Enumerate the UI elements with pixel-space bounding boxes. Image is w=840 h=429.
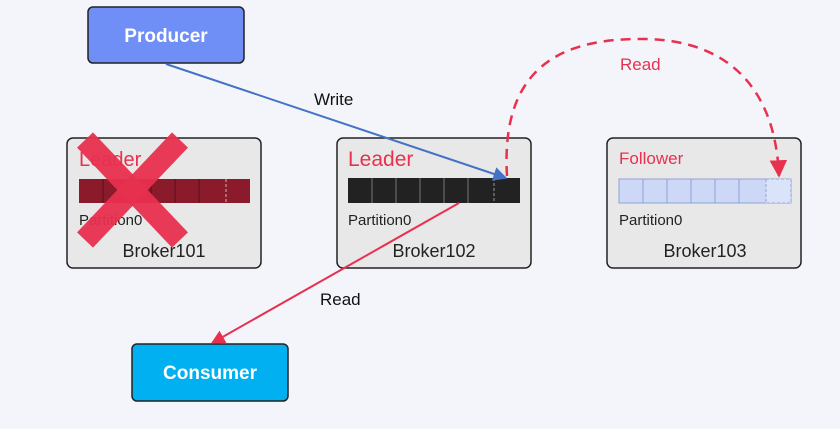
producer-label: Producer [124, 26, 208, 47]
failed-cross-icon [77, 132, 188, 248]
broker-101-partition-bar [79, 179, 250, 203]
broker-102-name: Broker102 [392, 241, 475, 261]
broker-102: Leader Partition0 Broker102 [336, 137, 532, 269]
consumer-node: Consumer [131, 343, 289, 402]
broker-103-partition-label: Partition0 [619, 212, 682, 229]
producer-node: Producer [87, 6, 245, 64]
broker-103-name: Broker103 [663, 241, 746, 261]
broker-102-role: Leader [348, 148, 413, 171]
broker-101: Leader Partition0 Broker101 [66, 132, 262, 269]
broker-103: Follower Partition0 Broker103 [606, 137, 802, 269]
broker-103-role: Follower [619, 149, 684, 168]
broker-101-name: Broker101 [122, 241, 205, 261]
consumer-label: Consumer [163, 363, 258, 384]
write-label: Write [314, 90, 353, 109]
replica-read-arrow: Read [505, 37, 788, 178]
consumer-read-label: Read [320, 290, 361, 309]
consumer-read-arrow: Read [210, 202, 460, 344]
replica-read-label: Read [620, 55, 661, 74]
broker-103-partition-bar [618, 178, 792, 204]
broker-102-partition-label: Partition0 [348, 212, 411, 229]
write-arrow: Write [165, 63, 508, 181]
broker-102-partition-bar [348, 178, 520, 203]
